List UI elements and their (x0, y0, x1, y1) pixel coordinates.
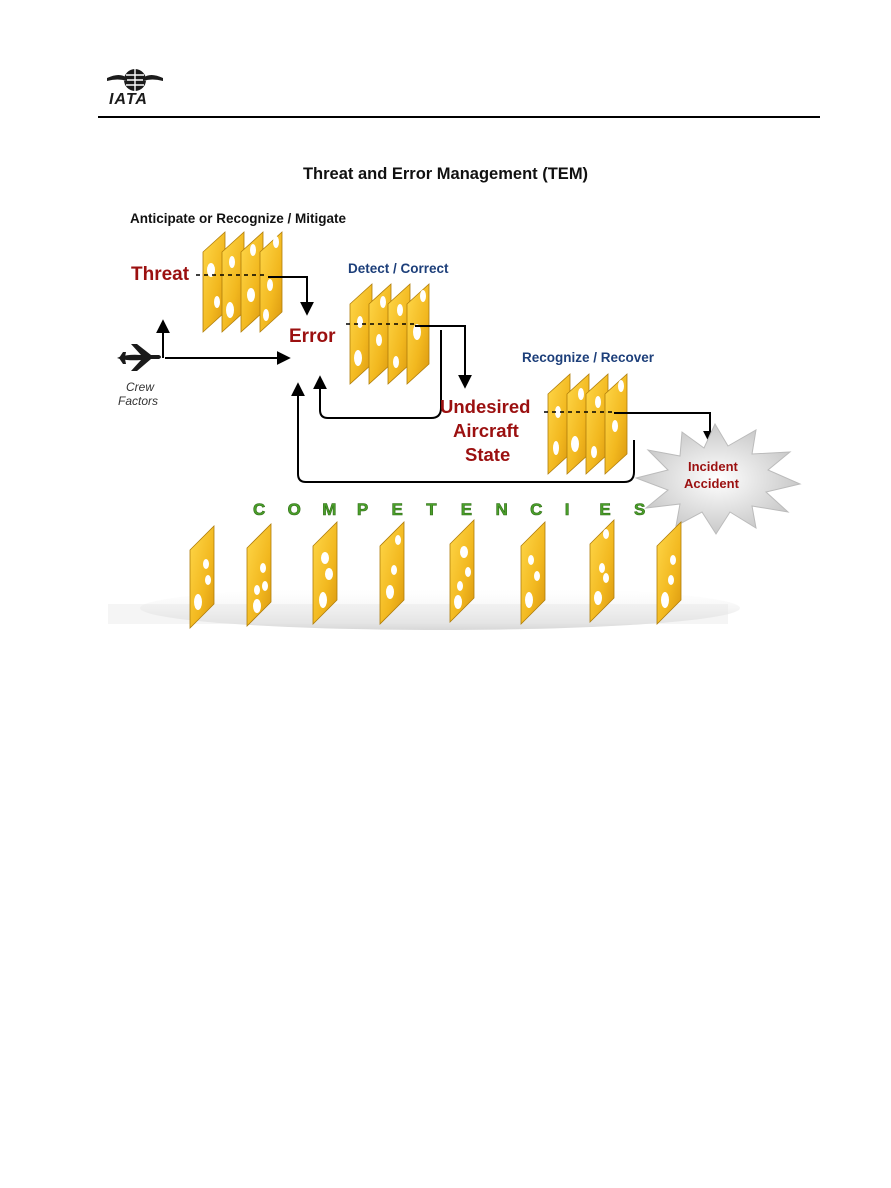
crew-factors-line2: Factors (118, 394, 159, 408)
error-cheese-slices (349, 283, 430, 385)
figure-title: Threat and Error Management (TEM) (302, 165, 589, 183)
threat-label: Threat (131, 264, 190, 285)
error-label: Error (289, 326, 336, 347)
competency-letter: I (565, 500, 570, 519)
incident-label: Incident (688, 459, 738, 474)
header-rule (98, 116, 820, 118)
competency-letter: E (461, 500, 472, 519)
flow-arrows (156, 276, 717, 483)
competency-letter: E (599, 500, 610, 519)
competency-letter: O (288, 500, 301, 519)
anticipate-label: Anticipate or Recognize / Mitigate (130, 211, 347, 226)
airplane-icon (117, 344, 161, 371)
competency-letter: C (530, 500, 542, 519)
undesired-aircraft-state-line1: Undesired (440, 396, 531, 417)
competency-letter: C (253, 500, 265, 519)
crew-factors-line1: Crew (126, 380, 155, 394)
competency-letter: M (322, 500, 336, 519)
accident-label: Accident (684, 476, 739, 491)
undesired-aircraft-state-line3: State (465, 444, 511, 465)
recognize-recover-label: Recognize / Recover (522, 350, 655, 365)
incident-burst (634, 422, 802, 535)
competency-slices (189, 519, 682, 629)
threat-cheese-slices (202, 231, 283, 333)
iata-logo-text: IATA (109, 91, 148, 108)
competency-letter: P (357, 500, 368, 519)
competency-letter: T (426, 500, 437, 519)
iata-globe-logo (107, 69, 163, 91)
competency-letter: N (496, 500, 508, 519)
detect-correct-label: Detect / Correct (348, 261, 449, 276)
competency-letter: E (392, 500, 403, 519)
competency-letter: S (634, 500, 645, 519)
state-cheese-slices (547, 373, 628, 475)
undesired-aircraft-state-line2: Aircraft (453, 420, 519, 441)
